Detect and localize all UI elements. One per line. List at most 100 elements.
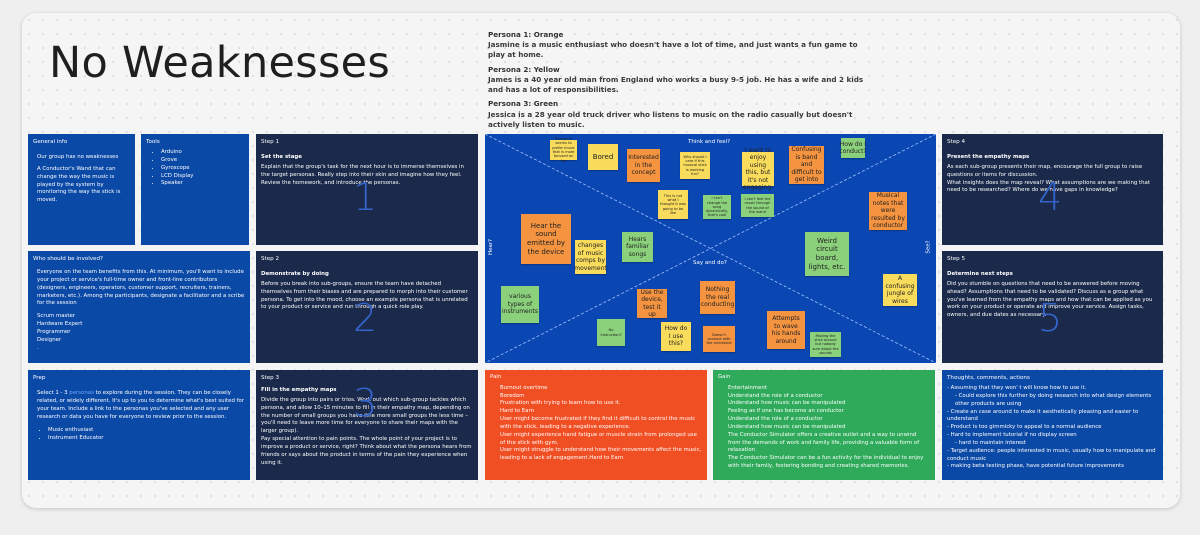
step4-title: Step 4	[947, 139, 966, 145]
step3-subtitle: Fill in the empathy maps	[261, 387, 337, 394]
sticky-note[interactable]: No instruction?	[597, 319, 625, 346]
thought-item: - Hard to implement tutorial if no displ…	[947, 432, 1077, 439]
sticky-note[interactable]: changes of music comps by movement	[574, 240, 607, 274]
sticky-note[interactable]: I want to enjoy using this, but it's not…	[742, 146, 774, 191]
who-involved-card[interactable]: Who should be involved? Everyone on the …	[28, 251, 250, 363]
thought-item: - Assuming that they won' t will know ho…	[947, 385, 1087, 392]
role-item: Hardware Expert	[37, 321, 83, 328]
sticky-note[interactable]: various types of instruments	[501, 286, 539, 323]
step4-body2: What insights does the map reveal? What …	[947, 179, 1150, 194]
persona-3-heading: Persona 3: Green	[488, 99, 559, 109]
thought-item: - Target audience: people interested in …	[947, 447, 1156, 462]
tool-item: LCD Display	[161, 173, 244, 181]
who-involved-body: Everyone on the team benefits from this.…	[37, 269, 245, 307]
prep-persona-item: Instrument Educator	[48, 435, 245, 443]
step5-card[interactable]: Step 5 Determine next steps Did you stum…	[942, 251, 1163, 363]
prep-persona-item: Music enthusiast	[48, 427, 245, 435]
board-title: No Weaknesses	[49, 38, 391, 88]
sticky-note[interactable]: How do I use this?	[661, 322, 691, 351]
gain-item: Understand the role of a conductor	[728, 416, 823, 423]
step1-subtitle: Set the stage	[261, 154, 302, 161]
step3-card[interactable]: Step 3 Fill in the empathy maps Divide t…	[256, 370, 478, 480]
step2-title: Step 2	[261, 256, 280, 262]
sticky-note[interactable]: Musical notes that were resulted by cond…	[869, 192, 907, 230]
step2-card[interactable]: Step 2 Demonstrate by doing Before you b…	[256, 251, 478, 363]
sticky-note[interactable]: Use the device, test it up	[637, 289, 667, 318]
sticky-note[interactable]: Nothing the real conducting	[700, 281, 735, 314]
gain-item: Understand how music can be manipulated	[728, 400, 846, 407]
step5-body: Did you stumble on questions that need t…	[947, 280, 1153, 319]
sticky-note[interactable]: Doesn't connect with the orchestral	[703, 326, 735, 352]
sticky-note[interactable]: Why should I care if this musical stick …	[680, 152, 710, 179]
sticky-note[interactable]: A confusing jungle of wires	[883, 274, 917, 306]
role-item: Programmer	[37, 328, 71, 335]
map-label-think-feel: Think and feel?	[688, 139, 731, 145]
pain-card[interactable]: Pain Burnout overtime Boredom Frustratio…	[485, 370, 707, 480]
thought-item: - Create an case around to make it aesth…	[947, 408, 1139, 423]
sticky-note[interactable]: Moving the stick around but nobody sure …	[810, 332, 841, 357]
sticky-note[interactable]: Interested in the concept	[627, 149, 660, 182]
gain-item: Understand how music can be manipulated	[728, 423, 846, 430]
prep-card[interactable]: Prep Select 1 - 3 personas to explore du…	[28, 370, 250, 480]
persona-3: Persona 3: Green Jessica is a 28 year ol…	[488, 99, 868, 130]
tool-item: Gyroscope	[161, 165, 244, 173]
tools-card[interactable]: Tools Arduino Grove Gyroscope LCD Displa…	[141, 134, 249, 245]
sticky-note[interactable]: Confusing is band and difficult to get i…	[789, 146, 824, 184]
map-label-say-do: Say and do?	[693, 260, 727, 266]
map-quadrant-lines	[485, 134, 936, 363]
thought-item: - Could explore this further by doing re…	[955, 392, 1152, 407]
general-info-line1: Our group has no weaknesses	[37, 154, 119, 161]
step1-card[interactable]: Step 1 Set the stage Explain that the gr…	[256, 134, 478, 245]
persona-2: Persona 2: Yellow James is a 40 year old…	[488, 65, 868, 96]
thoughts-title: Thoughts, comments, actions	[947, 375, 1030, 381]
step5-number: 5	[1038, 296, 1063, 340]
personas-link[interactable]: personas	[69, 390, 94, 397]
empathy-map[interactable]: Think and feel? Say and do? Hear? See? E…	[485, 134, 936, 363]
sticky-note[interactable]: Bored	[588, 144, 618, 170]
pain-item: User might become frustrated if they fin…	[500, 416, 696, 430]
step3-title: Step 3	[261, 375, 280, 381]
persona-3-description: Jessica is a 28 year old truck driver wh…	[488, 109, 853, 129]
persona-2-description: James is a 40 year old man from England …	[488, 74, 864, 95]
tool-item: Arduino	[161, 149, 244, 157]
tool-item: Speaker	[161, 180, 244, 188]
step1-title: Step 1	[261, 139, 280, 145]
sticky-note[interactable]: How do I conduct?	[839, 138, 867, 158]
step4-card[interactable]: Step 4 Present the empathy maps As each …	[942, 134, 1163, 245]
sticky-note[interactable]: Everyone seems to prefer music that is m…	[550, 137, 577, 163]
general-info-line2: A Conductor's Wand that can change the w…	[37, 165, 121, 204]
gain-item: Understand the role of a conductor	[728, 392, 823, 399]
pain-item: Burnout overtime	[500, 384, 548, 391]
prep-body-b: to explore during the session. They can …	[37, 390, 245, 420]
sticky-note[interactable]: I can't feel the music through the sound…	[741, 194, 774, 217]
sticky-note[interactable]: Hear the sound emitted by the device	[521, 214, 571, 264]
role-item: .	[37, 344, 39, 351]
step5-subtitle: Determine next steps	[947, 271, 1013, 278]
sticky-note[interactable]: Hears familiar songs	[622, 232, 653, 262]
sticky-note[interactable]: Weird circuit board, lights, etc.	[805, 232, 849, 276]
sticky-note[interactable]: I can't change the song dynamically, tha…	[703, 195, 731, 219]
tool-item: Grove	[161, 157, 244, 165]
prep-title: Prep	[33, 375, 46, 381]
thought-item: - Product is too gimmicky to appeal to a…	[947, 424, 1102, 431]
sticky-note[interactable]: This is not what I thought it was going …	[658, 190, 688, 219]
step2-subtitle: Demonstrate by doing	[261, 271, 329, 278]
step1-body: Explain that the group's task for the ne…	[261, 163, 464, 186]
persona-1-heading: Persona 1: Orange	[488, 30, 564, 39]
sticky-note[interactable]: Attempts to wave his hands around	[767, 311, 805, 349]
persona-1-description: Jasmine is a music enthusiast who doesn'…	[488, 40, 858, 60]
persona-1: Persona 1: Orange Jasmine is a music ent…	[488, 30, 868, 61]
pain-item: Hard to Earn	[500, 408, 534, 415]
prep-body: Select 1 - 3 personas to explore during …	[33, 390, 245, 421]
prep-body-a: Select 1 - 3	[37, 390, 70, 397]
general-info-title: General info	[33, 139, 68, 145]
pain-item: User might struggle to understand how th…	[500, 447, 702, 462]
step4-subtitle: Present the empathy maps	[947, 154, 1030, 161]
personas-section: Persona 1: Orange Jasmine is a music ent…	[488, 30, 868, 134]
gain-card[interactable]: Gain Entertainment Understand the role o…	[713, 370, 935, 480]
general-info-card[interactable]: General info Our group has no weaknesses…	[28, 134, 135, 245]
thoughts-card[interactable]: Thoughts, comments, actions - Assuming t…	[942, 370, 1163, 480]
persona-2-heading: Persona 2: Yellow	[488, 64, 560, 74]
gain-item: Entertainment	[728, 384, 767, 391]
step3-number: 3	[353, 381, 378, 425]
